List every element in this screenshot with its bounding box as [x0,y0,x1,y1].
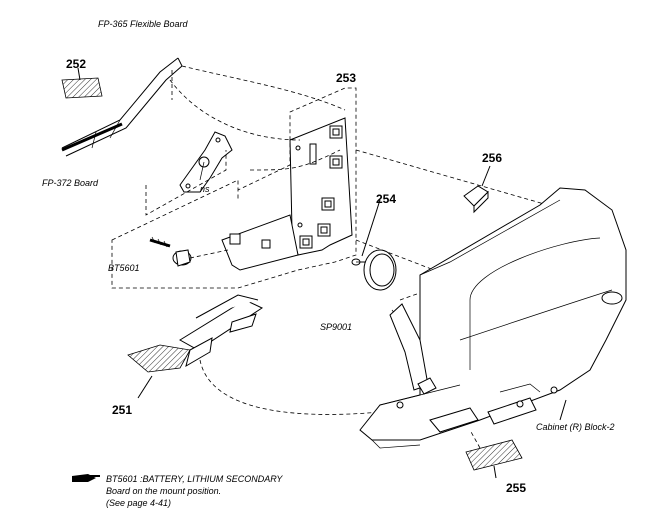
part-number-251: 251 [112,403,132,417]
label-sp9001: SP9001 [320,322,352,332]
part-256-cushion [463,165,491,214]
part-253-circuit-board [221,117,353,271]
battery-bt5601 [149,236,229,267]
label-ns: ns [200,184,210,194]
part-252-sheet [61,67,103,99]
label-fp365: FP-365 Flexible Board [98,19,189,29]
assembly-outline [111,87,357,289]
pointing-hand-icon [72,474,100,482]
part-number-256: 256 [482,151,502,165]
alignment-line-4 [199,359,381,415]
bracket-ns [145,131,233,216]
alignment-line-5 [169,79,301,141]
note-line-3: (See page 4-41) [106,498,171,508]
label-fp372: FP-372 Board [42,178,99,188]
label-cabinet: Cabinet (R) Block-2 [536,422,615,432]
part-251-bracket [127,294,264,399]
part-255-sheet [465,429,523,479]
note-line-1: BT5601 :BATTERY, LITHIUM SECONDARY [106,474,283,484]
part-number-252: 252 [66,57,86,71]
label-bt5601: BT5601 [108,263,140,273]
note-line-2: Board on the mount position. [106,486,221,496]
part-number-255: 255 [506,481,526,495]
speaker-sp9001 [356,249,397,291]
part-number-253: 253 [336,71,356,85]
fp365-flexible-board [61,57,346,157]
part-number-254: 254 [376,192,396,206]
cabinet-r-block-2 [359,187,627,449]
